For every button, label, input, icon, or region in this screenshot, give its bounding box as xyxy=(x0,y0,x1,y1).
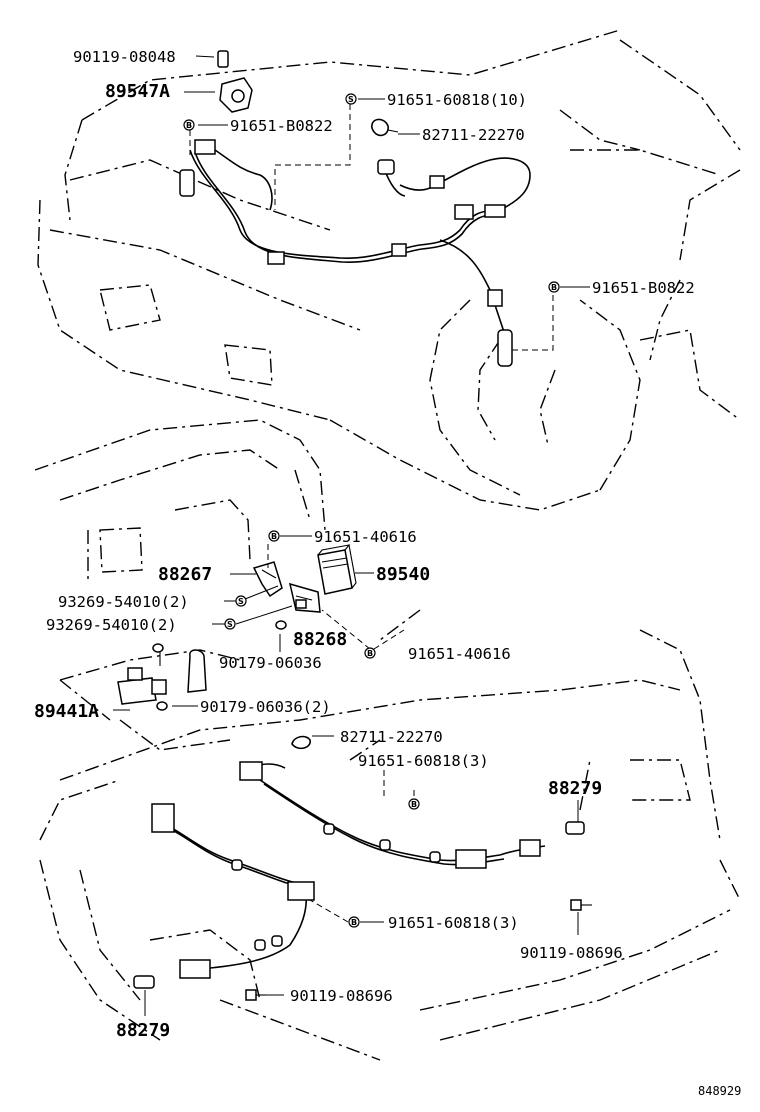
nut-90179-icon xyxy=(275,620,287,630)
clip-top-icon xyxy=(371,118,399,137)
label-bolt-90119-right: 90119-08696 xyxy=(520,944,623,962)
cap-88279-right-icon xyxy=(565,821,585,835)
label-bracket-88268: 88268 xyxy=(293,629,347,650)
label-bolt-b-60818-3-top: 91651-60818(3) xyxy=(358,752,489,770)
mark-b-icon xyxy=(548,281,560,293)
mark-b-letter: B xyxy=(351,918,357,927)
front-body-outline xyxy=(37,29,741,511)
label-bolt-top: 90119-08048 xyxy=(73,48,176,66)
label-ecu-89540: 89540 xyxy=(376,564,430,585)
label-sensor-89441a: 89441A xyxy=(34,701,99,722)
label-sensor-front-left: 89547A xyxy=(105,81,170,102)
cap-88279-left-icon xyxy=(133,975,155,989)
mark-b-icon xyxy=(268,530,280,542)
mark-s-icon xyxy=(235,595,247,607)
label-nut-90179: 90179-06036 xyxy=(219,654,322,672)
label-bracket-88267: 88267 xyxy=(158,564,212,585)
front-abs-wire-harness xyxy=(179,139,531,367)
ecu-89540-icon xyxy=(317,544,357,595)
mark-s-letter: S xyxy=(227,620,233,629)
label-cap-88279-right: 88279 xyxy=(548,778,602,799)
label-nut-90179-2: 90179-06036(2) xyxy=(200,698,331,716)
label-clip-top: 82711-22270 xyxy=(422,126,525,144)
label-bolt-b-60818-3-bottom: 91651-60818(3) xyxy=(388,914,519,932)
mark-b-letter: B xyxy=(551,283,557,292)
mark-s-icon xyxy=(224,618,236,630)
label-nut-s-2: 93269-54010(2) xyxy=(46,616,177,634)
label-nut-s-1: 93269-54010(2) xyxy=(58,593,189,611)
bolt-90119-right-icon xyxy=(570,899,592,911)
mark-b-letter: B xyxy=(411,800,417,809)
mark-b-icon xyxy=(364,647,376,659)
mark-b-letter: B xyxy=(271,532,277,541)
mid-body-outline xyxy=(34,419,421,751)
sensor-89441a-icon xyxy=(117,643,207,711)
mark-b-icon xyxy=(183,119,195,131)
mark-b-icon xyxy=(408,798,420,810)
rear-abs-wire-harness xyxy=(151,761,546,979)
mark-b-letter: B xyxy=(367,649,373,658)
mark-s-icon xyxy=(345,93,357,105)
label-clamp-b-left: 91651-B0822 xyxy=(230,117,333,135)
drawing-id: 848929 xyxy=(698,1084,741,1098)
mark-b-letter: B xyxy=(186,121,192,130)
label-bolt-b-40616-top: 91651-40616 xyxy=(314,528,417,546)
label-bolt-s-10: 91651-60818(10) xyxy=(387,91,527,109)
mark-s-letter: S xyxy=(348,95,354,104)
sensor-89547a-icon xyxy=(198,50,253,113)
label-bolt-90119-left: 90119-08696 xyxy=(290,987,393,1005)
label-cap-88279-left: 88279 xyxy=(116,1020,170,1041)
label-clip-bottom: 82711-22270 xyxy=(340,728,443,746)
rear-body-outline xyxy=(39,629,741,1061)
label-clamp-b-right: 91651-B0822 xyxy=(592,279,695,297)
mark-s-letter: S xyxy=(238,597,244,606)
clip-bottom-icon xyxy=(291,735,311,750)
bracket-88268-icon xyxy=(288,582,321,613)
mark-b-icon xyxy=(348,916,360,928)
label-bolt-b-40616-bottom: 91651-40616 xyxy=(408,645,511,663)
